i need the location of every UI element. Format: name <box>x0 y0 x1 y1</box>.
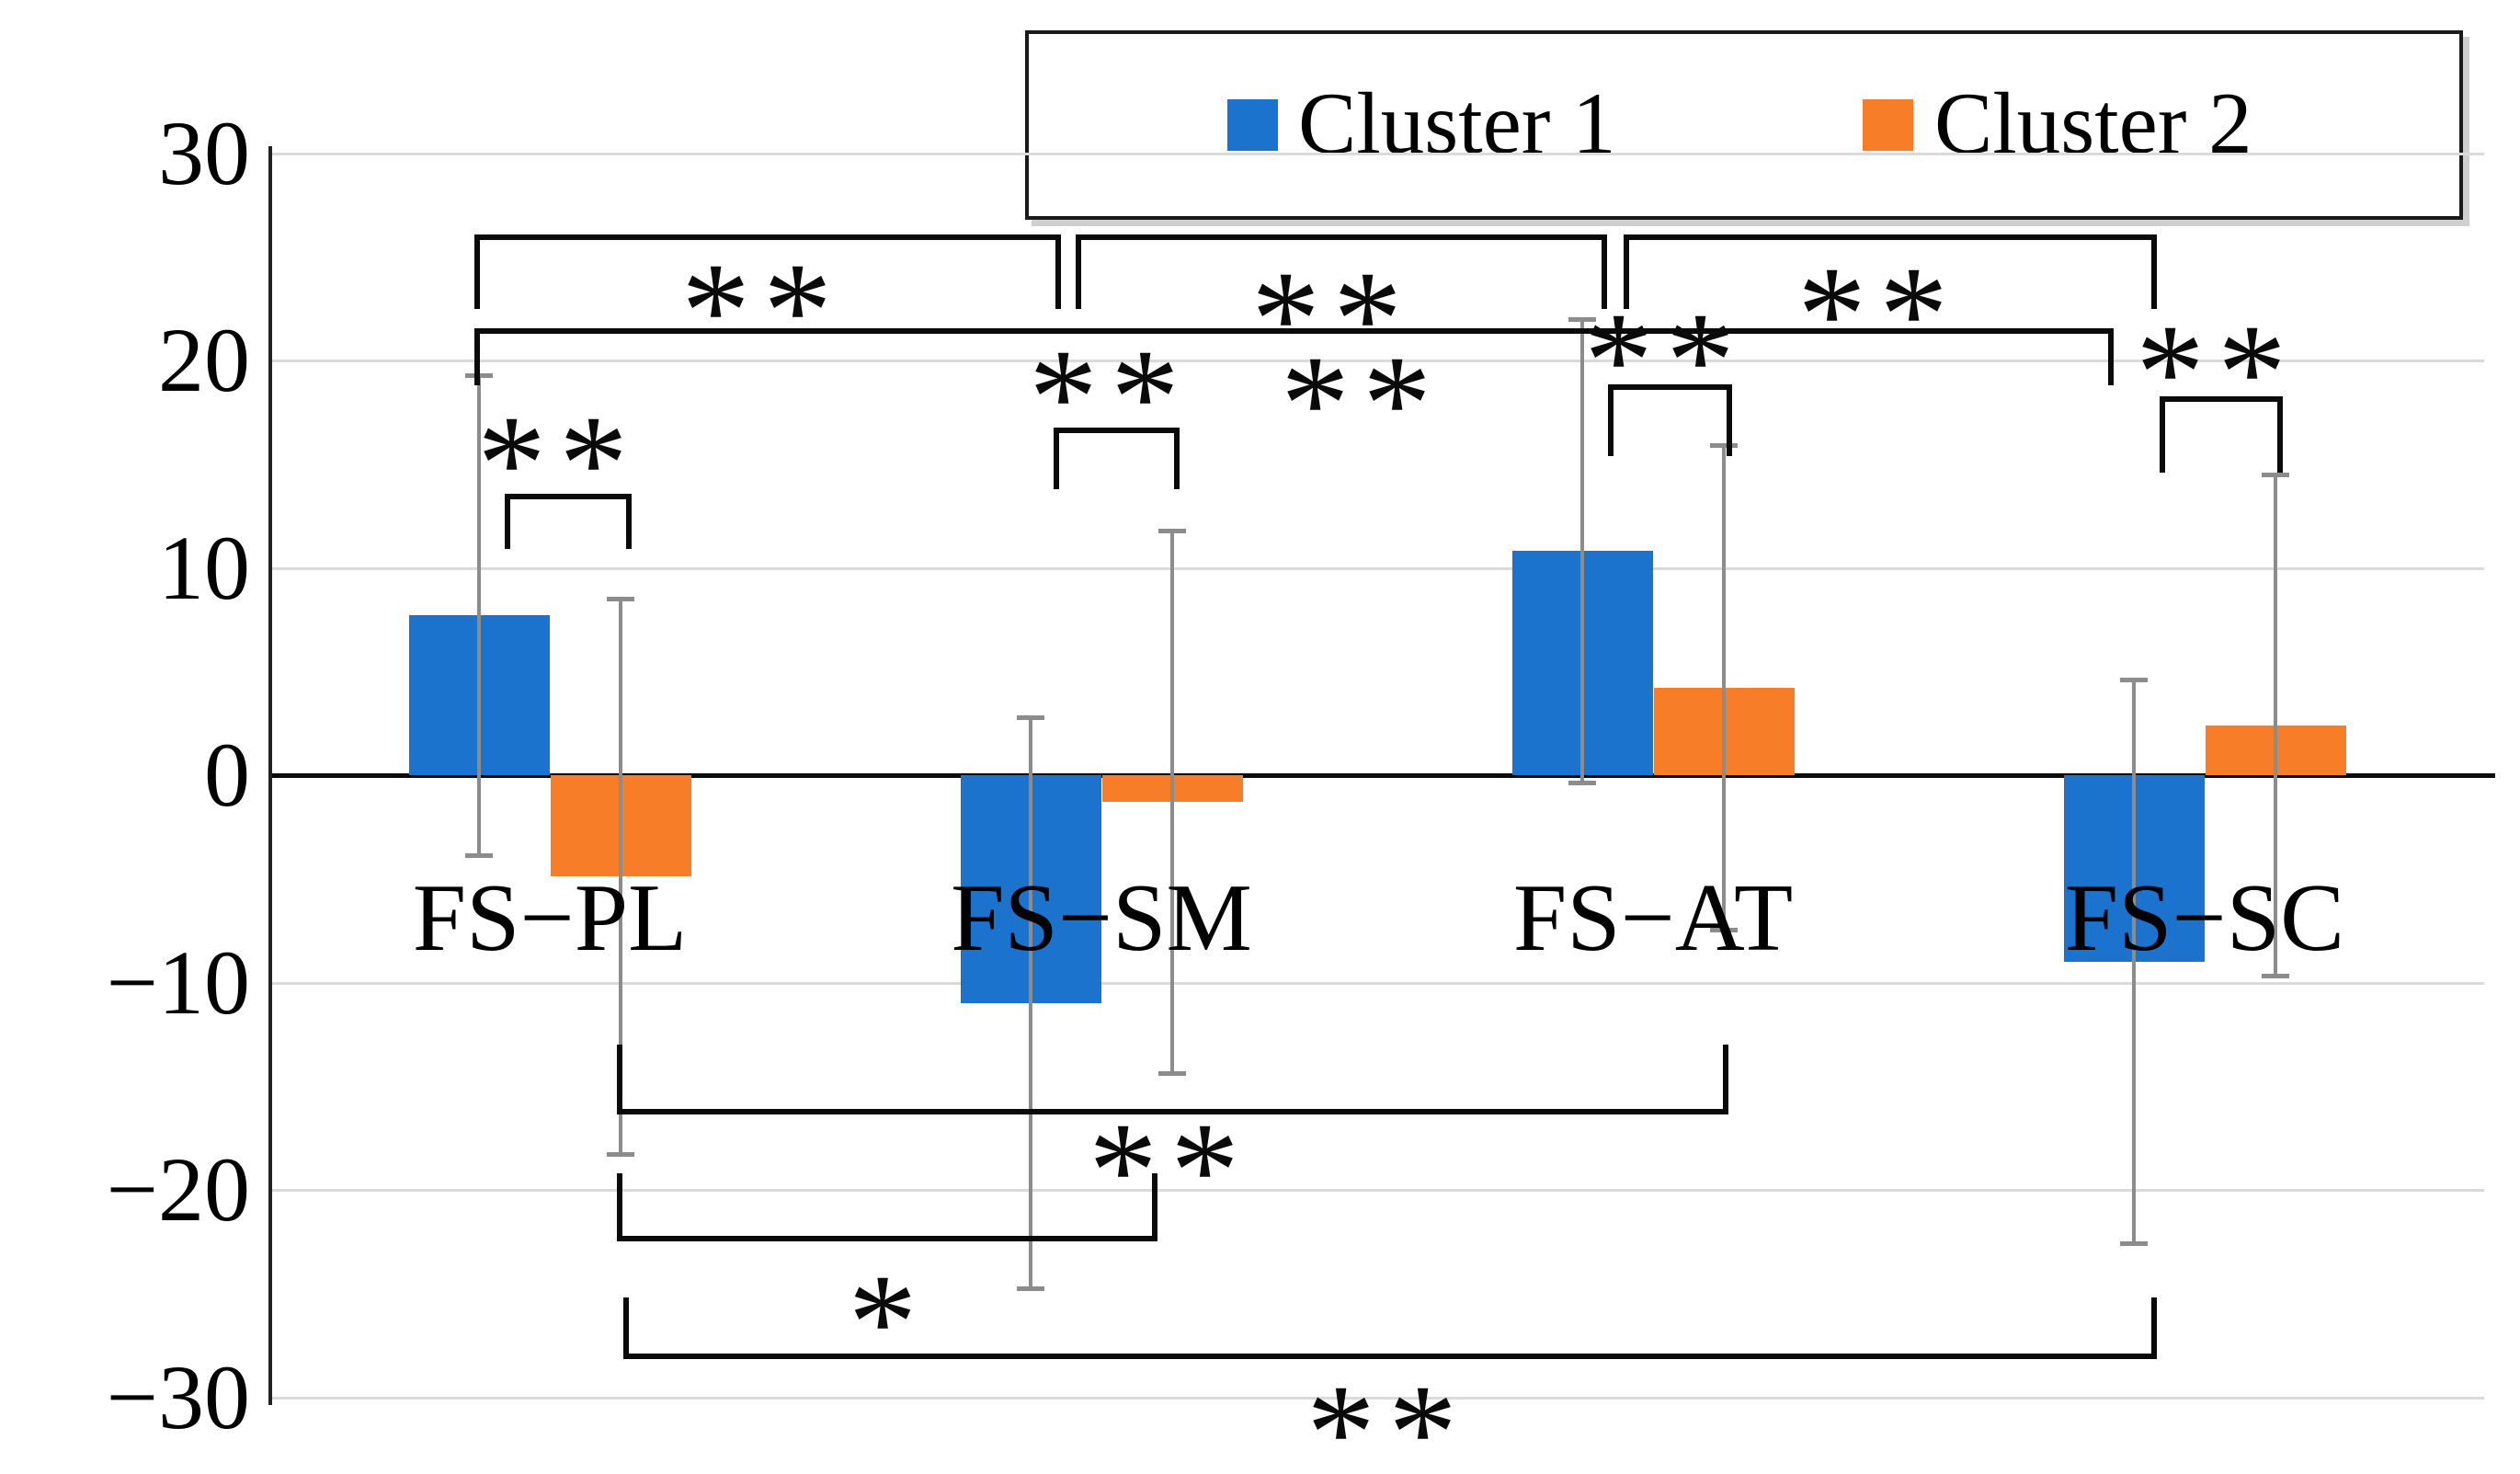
significance-bracket-top-AT-SC <box>1624 234 2157 241</box>
category-label-FS−SM: FS−SM <box>951 863 1252 971</box>
error-bar <box>619 599 622 1155</box>
significance-bracket-top-PL-SC <box>474 327 2114 334</box>
significance-bracket-bottom-PL-AT <box>617 1109 1728 1115</box>
significance-bracket-top-PL-SM <box>474 234 1061 241</box>
significance-stars-bottom-PL-SM: * <box>848 1246 930 1400</box>
significance-bracket-leg <box>1727 389 1732 456</box>
significance-bracket-leg <box>617 1045 622 1110</box>
error-bar <box>2274 474 2277 977</box>
error-bar-cap-top <box>1017 714 1044 720</box>
significance-bracket-leg <box>1174 432 1180 489</box>
significance-bracket-leg <box>1723 1045 1728 1110</box>
error-bar-cap-top <box>2120 678 2148 683</box>
legend-swatch-cluster2 <box>1863 99 1913 151</box>
y-axis-tick-label: −20 <box>106 1138 250 1240</box>
significance-bracket-leg <box>1608 389 1613 456</box>
significance-stars-top-PL-SM: ** <box>681 234 845 387</box>
significance-bracket-leg <box>2277 402 2283 473</box>
legend-swatch-cluster1 <box>1227 99 1278 151</box>
error-bar <box>1170 530 1174 1074</box>
significance-bracket-leg <box>1624 240 1629 309</box>
significance-stars-bottom-PL-AT: ** <box>1089 1094 1252 1248</box>
significance-bracket-leg <box>1055 240 1061 309</box>
significance-stars-top-SM-AT: ** <box>1251 242 1415 395</box>
error-bar <box>1029 716 1032 1290</box>
error-bar <box>1580 318 1584 783</box>
significance-bracket-pair-FS-PL <box>505 494 632 500</box>
error-bar-cap-bottom <box>1017 1286 1044 1292</box>
y-axis-tick-label: 10 <box>158 516 250 619</box>
significance-stars-pair-FS-PL: ** <box>477 387 641 541</box>
significance-bracket-bottom-PL-SM <box>617 1235 1157 1241</box>
significance-bracket-leg <box>2151 1297 2157 1354</box>
significance-stars-top-AT-SC: ** <box>1797 238 1961 392</box>
gridline-10 <box>270 566 2484 570</box>
significance-bracket-leg <box>1602 240 1607 309</box>
category-label-FS−PL: FS−PL <box>412 863 688 971</box>
error-bar-cap-bottom <box>607 1151 634 1157</box>
error-bar <box>477 374 481 856</box>
significance-stars-pair-FS-AT: ** <box>1584 283 1748 437</box>
significance-bracket-leg <box>626 499 632 550</box>
y-axis-tick-label: −30 <box>106 1345 250 1448</box>
significance-bracket-leg <box>2151 240 2157 309</box>
significance-bracket-leg <box>617 1172 622 1236</box>
error-bar-cap-bottom <box>1710 928 1738 933</box>
significance-stars-pair-FS-SM: ** <box>1029 321 1192 474</box>
error-bar-cap-top <box>1710 443 1738 449</box>
legend-label-cluster1: Cluster 1 <box>1298 74 1616 172</box>
error-bar-cap-bottom <box>1568 781 1596 786</box>
significance-bracket-leg <box>474 240 480 309</box>
error-bar-cap-bottom <box>1158 1070 1186 1076</box>
gridline--10 <box>270 981 2484 985</box>
error-bar-cap-top <box>2262 473 2289 478</box>
category-label-FS−AT: FS−AT <box>1512 863 1794 971</box>
significance-stars-top-PL-SC: ** <box>1281 327 1444 481</box>
error-bar-cap-bottom <box>465 852 493 858</box>
significance-stars-bottom-PL-SC: ** <box>1306 1355 1470 1474</box>
error-bar <box>2132 680 2136 1244</box>
error-bar <box>1722 445 1726 931</box>
significance-bracket-leg <box>623 1297 629 1354</box>
significance-bracket-pair-FS-SM <box>1054 427 1180 433</box>
error-bar-cap-bottom <box>2120 1240 2148 1246</box>
error-bar-cap-top <box>1568 316 1596 322</box>
y-axis-tick-label: 20 <box>158 309 250 411</box>
significance-bracket-leg <box>505 499 510 550</box>
category-label-FS−SC: FS−SC <box>2064 863 2345 971</box>
legend: Cluster 1 Cluster 2 <box>1025 30 2463 220</box>
significance-bracket-top-SM-AT <box>1076 234 1607 241</box>
significance-bracket-leg <box>474 333 480 386</box>
y-axis-tick-label: −10 <box>106 931 250 1034</box>
legend-label-cluster2: Cluster 2 <box>1934 74 2252 172</box>
significance-bracket-leg <box>1054 432 1059 489</box>
gridline--20 <box>270 1189 2484 1192</box>
y-axis-tick-label: 0 <box>204 724 250 826</box>
error-bar-cap-top <box>1158 528 1186 533</box>
gridline--30 <box>270 1396 2484 1400</box>
significance-stars-pair-FS-SC: ** <box>2136 296 2299 450</box>
significance-bracket-pair-FS-AT <box>1608 383 1732 390</box>
y-axis-tick-label: 30 <box>158 101 250 204</box>
significance-bracket-leg <box>1152 1172 1157 1236</box>
gridline-20 <box>270 360 2484 362</box>
error-bar-cap-top <box>607 597 634 602</box>
significance-bracket-leg <box>2108 333 2114 386</box>
gridline-30 <box>270 152 2484 155</box>
y-axis-line <box>268 145 272 1405</box>
significance-bracket-leg <box>1076 240 1081 309</box>
significance-bracket-leg <box>2160 402 2165 473</box>
x-axis-zero-line <box>270 773 2495 778</box>
significance-bracket-pair-FS-SC <box>2160 396 2283 403</box>
error-bar-cap-bottom <box>2262 973 2289 978</box>
significance-bracket-bottom-PL-SC <box>623 1354 2157 1360</box>
